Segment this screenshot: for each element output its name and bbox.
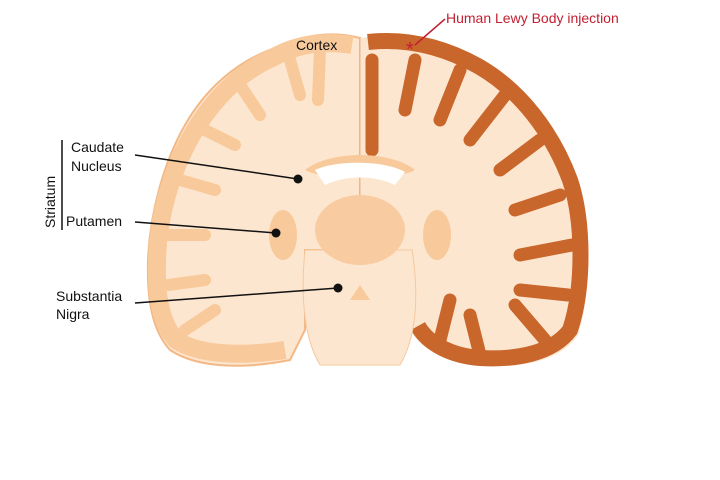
- brainstem: [302, 249, 417, 366]
- striatum-label: Striatum: [42, 175, 58, 228]
- substantia-dot: [333, 283, 343, 293]
- injection-asterisk-icon: *: [406, 39, 414, 61]
- substantia-label-line1: Substantia: [56, 288, 123, 304]
- substantia-leader: [134, 287, 339, 304]
- right-gyri: [365, 53, 579, 362]
- injection-arrow: [414, 18, 446, 46]
- caudate-leader: [134, 154, 299, 180]
- putamen-dot: [271, 228, 281, 238]
- caudate-label-line1: Caudate: [71, 139, 124, 155]
- ventricle: [315, 162, 405, 185]
- putamen-leader: [134, 221, 277, 234]
- putamen-label: Putamen: [66, 213, 123, 229]
- left-gyri: [159, 44, 326, 336]
- left-cortex: [147, 34, 354, 363]
- thalamus: [315, 195, 405, 265]
- substantia-label-line2: Nigra: [56, 306, 90, 322]
- injection-label: Human Lewy Body injection: [446, 10, 619, 26]
- cortex-label: Cortex: [296, 37, 338, 53]
- substantia-nigra-shape: [350, 285, 370, 300]
- caudate-dot: [293, 174, 303, 184]
- putamen-shape-right: [423, 210, 451, 260]
- putamen-shape-left: [269, 210, 297, 260]
- caudate-label-line2: Nucleus: [71, 158, 122, 174]
